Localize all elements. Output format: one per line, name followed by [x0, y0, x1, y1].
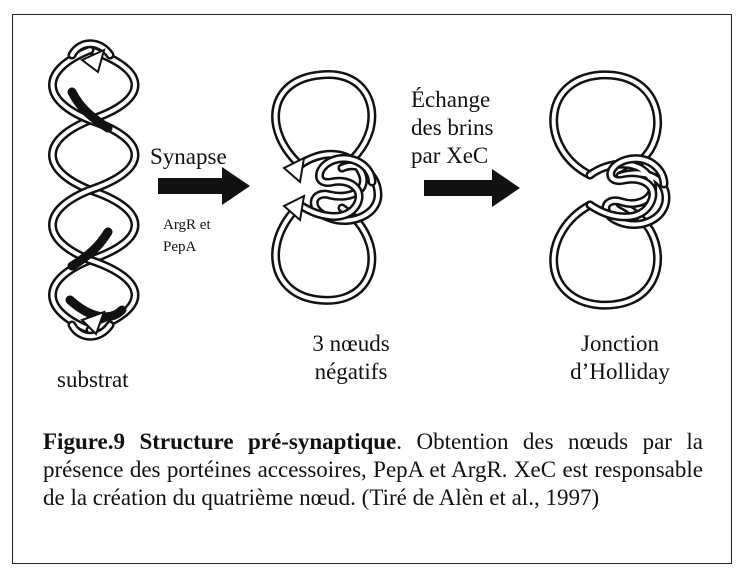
noeuds-label-line1: 3 nœuds	[296, 330, 406, 358]
synapse-label: Synapse	[150, 143, 227, 171]
jonction-label-line1: Jonction	[560, 330, 680, 358]
substrate-supercoil	[53, 44, 136, 337]
jonction-label-line2: d’Holliday	[560, 358, 680, 386]
three-negative-knots	[276, 74, 378, 300]
figure-caption: Figure.9 Structure pré-synaptique. Obten…	[43, 428, 703, 512]
echange-label-line3: par XeC	[411, 142, 488, 170]
echange-label-line1: Échange	[411, 86, 490, 114]
proteins-label-line1: ArgR et	[163, 215, 211, 235]
caption-title: Figure.9 Structure pré-synaptique	[43, 429, 396, 454]
substrat-label: substrat	[57, 366, 129, 394]
proteins-label-line2: PepA	[163, 237, 196, 257]
synapse-arrow	[158, 167, 250, 205]
exchange-arrow	[424, 169, 520, 207]
noeuds-label-line2: négatifs	[296, 358, 406, 386]
holliday-junction	[554, 75, 666, 305]
echange-label-line2: des brins	[411, 114, 493, 142]
